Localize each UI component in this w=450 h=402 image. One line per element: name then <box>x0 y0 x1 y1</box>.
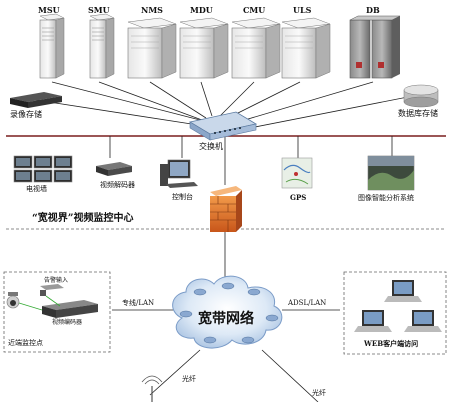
smu-server-icon <box>89 13 115 79</box>
record-storage-label: 录像存储 <box>10 110 42 119</box>
remote-point-box <box>3 271 111 353</box>
firewall-icon <box>210 186 242 232</box>
alarm-input-icon <box>40 284 64 296</box>
image-analysis-icon <box>367 155 415 191</box>
monitoring-center-label: “宽视界”视频监控中心 <box>32 213 134 224</box>
db-label: DB <box>366 5 380 15</box>
cmu-server-icon <box>231 17 281 79</box>
gps-label: GPS <box>290 193 307 202</box>
video-decoder-icon <box>96 162 132 176</box>
fiber-label-left: 光纤 <box>182 375 196 383</box>
video-decoder-label: 视频解码器 <box>100 181 135 189</box>
dome-camera-icon <box>6 292 20 309</box>
dedicated-lan-label: 专线/LAN <box>122 299 155 307</box>
console-icon <box>160 159 198 188</box>
antenna-icon <box>141 375 163 402</box>
db-server-icon <box>349 15 401 79</box>
web-client-box <box>343 271 447 355</box>
server-links <box>35 81 419 129</box>
tv-wall-icon <box>13 155 73 183</box>
msu-label: MSU <box>38 5 60 15</box>
laptop-icon-1 <box>384 280 422 302</box>
console-label: 控制台 <box>172 193 193 201</box>
fiber-label-right: 光纤 <box>312 389 326 397</box>
laptop-icon-3 <box>404 310 442 332</box>
alarm-input-label: 告警输入 <box>44 277 69 284</box>
video-encoder-icon <box>42 300 98 318</box>
broadband-label: 宽带网络 <box>198 311 254 327</box>
switch-icon <box>188 111 258 141</box>
gps-icon <box>281 157 313 189</box>
msu-server-icon <box>39 13 65 79</box>
db-storage-icon <box>403 84 439 108</box>
video-encoder-label: 视频编码器 <box>52 319 83 326</box>
center-links <box>109 136 393 283</box>
mdu-label: MDU <box>190 5 213 15</box>
laptop-icon-2 <box>354 310 392 332</box>
broadband-cloud-icon <box>172 275 283 349</box>
nms-server-icon <box>127 17 177 79</box>
uls-server-icon <box>281 17 331 79</box>
smu-label: SMU <box>88 5 110 15</box>
wan-links <box>112 309 340 402</box>
record-storage-icon <box>10 92 62 108</box>
db-storage-label: 数据库存储 <box>398 109 438 118</box>
mdu-server-icon <box>179 17 229 79</box>
switch-label: 交换机 <box>199 142 223 151</box>
web-client-label: WEB客户端访问 <box>364 339 419 348</box>
remote-point-label: 近端监控点 <box>8 339 43 347</box>
uls-label: ULS <box>293 5 312 15</box>
adsl-lan-label: ADSL/LAN <box>288 299 327 307</box>
nms-label: NMS <box>141 5 163 15</box>
image-analysis-label: 图像智能分析系统 <box>358 194 414 202</box>
tv-wall-label: 电视墙 <box>26 185 47 193</box>
cmu-label: CMU <box>243 5 266 15</box>
